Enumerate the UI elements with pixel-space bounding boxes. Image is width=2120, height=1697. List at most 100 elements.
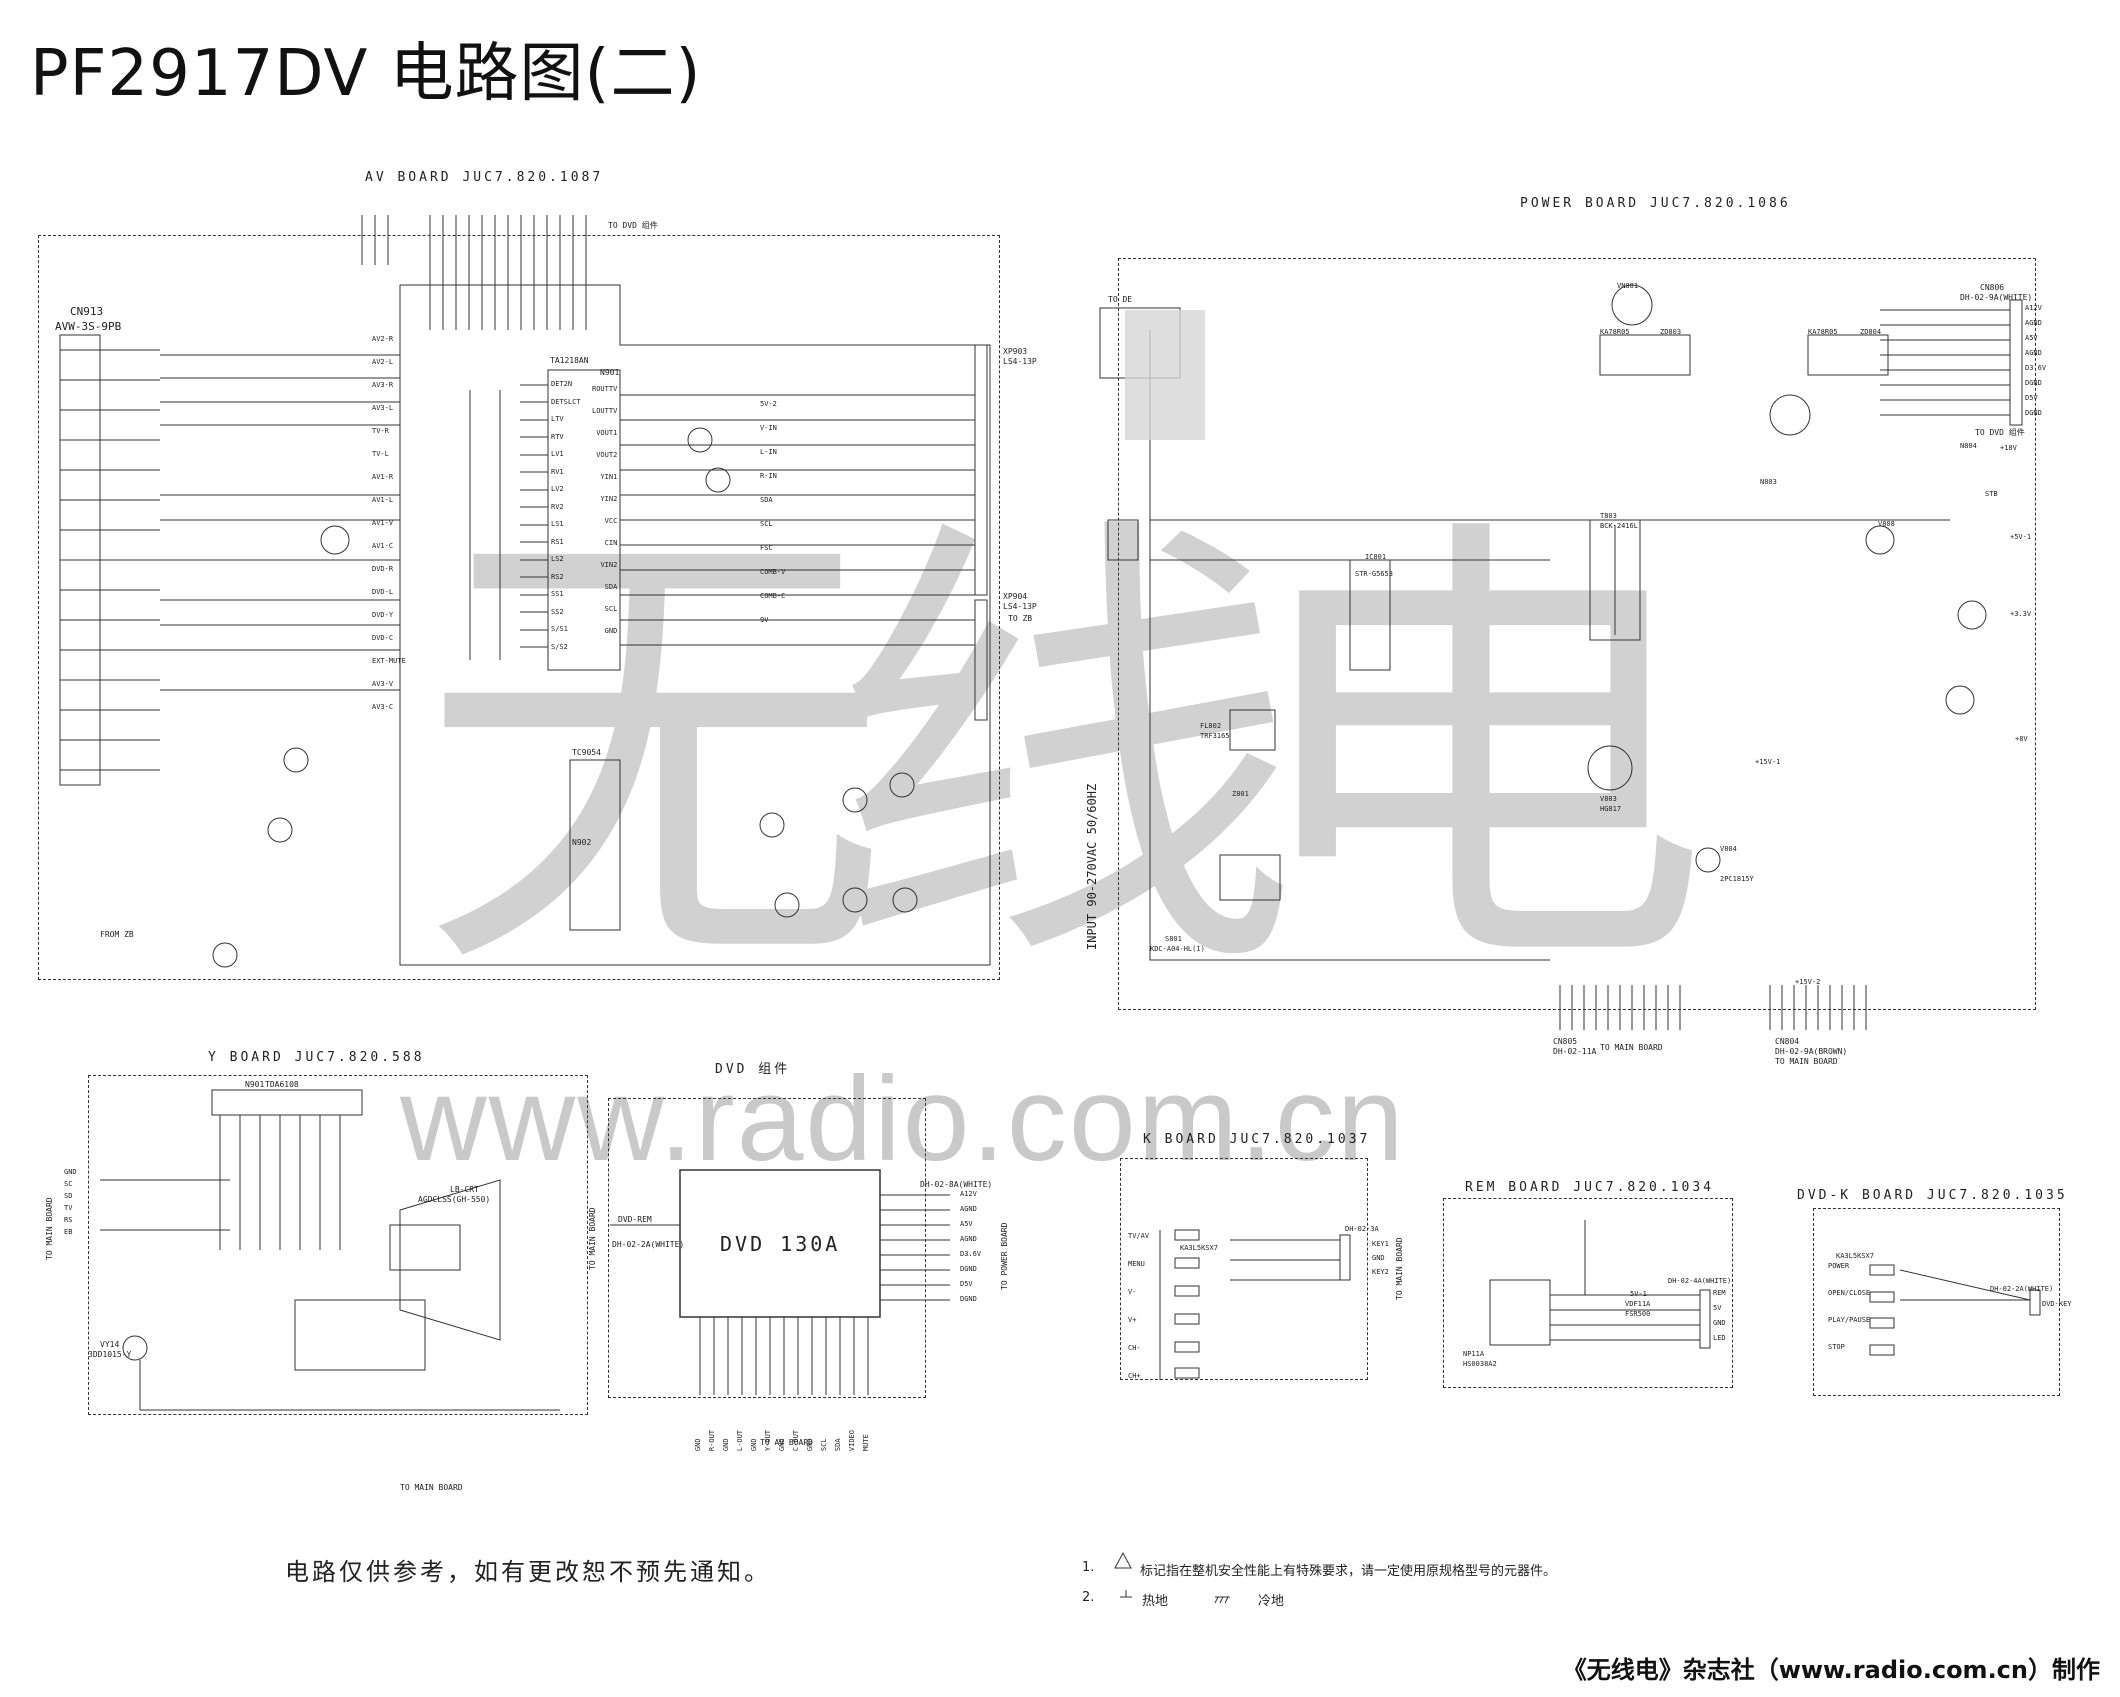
part-label: V804 bbox=[1720, 845, 1737, 853]
signal-label: DVD-Y bbox=[372, 611, 394, 619]
dvd-conn-left-part: DH-02-2A(WHITE) bbox=[612, 1240, 685, 1249]
rem-receiver-ref: NP11A bbox=[1463, 1350, 1485, 1358]
rem-led-ref: VDF11A bbox=[1625, 1300, 1651, 1308]
dvd-rail: AGND bbox=[960, 1235, 977, 1243]
power-board-label: POWER BOARD JUC7.820.1086 bbox=[1520, 196, 1791, 211]
disclaimer: 电路仅供参考，如有更改恕不预先通知。 bbox=[285, 1558, 771, 1586]
ic1-pin: DET2N bbox=[551, 380, 573, 388]
av-xp904-ref: XP904 bbox=[1003, 592, 1028, 601]
y-pin: SD bbox=[64, 1192, 73, 1200]
signal-label: SCL bbox=[760, 520, 773, 528]
rem-pin: REM bbox=[1713, 1289, 1726, 1297]
dvd-conn-left: DVD-REM bbox=[618, 1215, 652, 1224]
av-ic2-part: TC9054 bbox=[572, 748, 601, 757]
k-button-label: V- bbox=[1128, 1288, 1137, 1296]
dvdk-board-label: DVD-K BOARD JUC7.820.1035 bbox=[1797, 1188, 2068, 1203]
part-label: V803 bbox=[1600, 795, 1617, 803]
ic1-pins-left: DET2N DETSLCT LTV RTV LV1 RV1 LV2 RV2 LS… bbox=[551, 380, 581, 660]
power-to-de: TO DE bbox=[1108, 295, 1133, 304]
ic1-pin: DETSLCT bbox=[551, 397, 581, 406]
dvd-module-frame bbox=[608, 1098, 926, 1398]
k-button-labels: TV/AV MENU V- V+ CH- CH+ bbox=[1128, 1232, 1149, 1400]
ic1-pin: RS1 bbox=[551, 537, 564, 546]
rail-label: DGND bbox=[2025, 379, 2042, 387]
dvd-to-main: TO MAIN BOARD bbox=[588, 1207, 597, 1270]
power-cn804-part: DH-02-9A(BROWN) bbox=[1775, 1047, 1848, 1056]
power-input-spec: INPUT 90-270VAC 50/60HZ bbox=[1085, 783, 1099, 950]
av-board-frame bbox=[38, 235, 1000, 980]
dvd-rail: DGND bbox=[960, 1265, 977, 1273]
output-label: +3.3V bbox=[2010, 610, 2032, 618]
av-ic1-ref: N901 bbox=[600, 368, 620, 377]
rem-supply: 5V-1 bbox=[1630, 1290, 1647, 1298]
ic1-pin: VCC bbox=[604, 517, 618, 525]
dvd-module-label: DVD 组件 bbox=[715, 1062, 791, 1077]
output-label: +8V bbox=[2015, 735, 2028, 743]
ic1-pin: LOUTTV bbox=[592, 407, 618, 415]
ic1-pin: LV1 bbox=[551, 450, 564, 458]
dvdk-pin: DVD-KEY bbox=[2042, 1300, 2072, 1308]
signal-label: AV1-L bbox=[372, 496, 394, 504]
cn913-part: AVW-3S-9PB bbox=[55, 320, 122, 333]
note-2-hot-ground: 热地 bbox=[1142, 1594, 1169, 1609]
ic1-pin: YIN1 bbox=[600, 473, 618, 481]
signal-label: SDA bbox=[760, 496, 773, 504]
power-cn804-ref: CN804 bbox=[1775, 1037, 1800, 1046]
av-ic1-part: TA1218AN bbox=[550, 356, 589, 365]
av-from-zb: FROM ZB bbox=[100, 930, 134, 939]
y-ic-part: TDA6108 bbox=[265, 1080, 299, 1089]
rem-pin-labels: REM 5V GND LED bbox=[1713, 1289, 1726, 1349]
rem-board-frame bbox=[1443, 1198, 1733, 1388]
dvd-pin: SDA bbox=[834, 1438, 842, 1452]
av-xp904-part: LS4-13P bbox=[1003, 602, 1037, 611]
dvd-pin: C-OUT bbox=[792, 1430, 800, 1452]
signal-label: AV1-R bbox=[372, 473, 394, 481]
ic1-pin: SCL bbox=[604, 605, 618, 613]
output-label: +18V bbox=[2000, 444, 2017, 452]
k-button-label: MENU bbox=[1128, 1260, 1145, 1268]
ic1-pin: S/S2 bbox=[551, 642, 568, 651]
part-label: ZD803 bbox=[1660, 328, 1682, 336]
part-label: V808 bbox=[1878, 520, 1895, 528]
ic1-pins-right: ROUTTV LOUTTV VOUT1 VOUT2 YIN1 YIN2 VCC … bbox=[592, 385, 617, 649]
ic1-pin: ROUTTV bbox=[592, 385, 618, 393]
part-label: KA78R05 bbox=[1600, 328, 1630, 336]
signal-label: TV-R bbox=[372, 427, 389, 435]
dvd-bottom-pins: GND R-OUT GND L-OUT GND Y-OUT GND C-OUT … bbox=[694, 1430, 872, 1451]
signal-label: DVD-L bbox=[372, 588, 394, 596]
y-to-main: TO MAIN BOARD bbox=[400, 1483, 463, 1492]
signal-label: DVD-R bbox=[372, 565, 394, 573]
part-label: Z801 bbox=[1232, 790, 1249, 798]
dvd-rail: A12V bbox=[960, 1190, 977, 1198]
ic1-pin: LV2 bbox=[551, 485, 564, 493]
part-label: HG817 bbox=[1600, 805, 1622, 813]
k-button-label: CH- bbox=[1128, 1344, 1141, 1352]
signal-label: AV2-R bbox=[372, 335, 394, 343]
dvd-pin: MUTE bbox=[862, 1434, 870, 1452]
ic1-pin: RS2 bbox=[551, 572, 564, 581]
rail-label: AGND bbox=[2025, 319, 2042, 327]
k-board-frame bbox=[1120, 1158, 1368, 1380]
dvdk-button-labels: POWER OPEN/CLOSE PLAY/PAUSE STOP bbox=[1828, 1262, 1870, 1370]
part-label: N804 bbox=[1960, 442, 1977, 450]
dvd-pin: GND bbox=[750, 1438, 758, 1452]
dvd-pin: SCL bbox=[820, 1438, 828, 1452]
av-ic2-ref: N902 bbox=[572, 838, 592, 847]
av-xp903-ref: XP903 bbox=[1003, 347, 1028, 356]
power-cn806-part: DH-02-9A(WHITE) bbox=[1960, 293, 2033, 302]
signal-label: AV2-L bbox=[372, 358, 394, 366]
signal-label: AV3-R bbox=[372, 381, 394, 389]
dvdk-button-label: STOP bbox=[1828, 1343, 1845, 1351]
dvd-to-av: TO AV BOARD bbox=[760, 1438, 813, 1447]
ic1-pin: LS1 bbox=[551, 520, 564, 528]
dvd-rail: DGND bbox=[960, 1295, 977, 1303]
signal-label: V-IN bbox=[760, 424, 777, 432]
rem-pin: 5V bbox=[1713, 1304, 1722, 1312]
part-label: ZD804 bbox=[1860, 328, 1882, 336]
output-label: STB bbox=[1985, 490, 1998, 498]
power-cn806-ref: CN806 bbox=[1980, 283, 2005, 292]
k-conn: DH-02-3A bbox=[1345, 1225, 1379, 1233]
k-pin-labels: KEY1 GND KEY2 bbox=[1372, 1240, 1389, 1282]
dvdk-conn: DH-02-2A(WHITE) bbox=[1990, 1285, 2054, 1293]
